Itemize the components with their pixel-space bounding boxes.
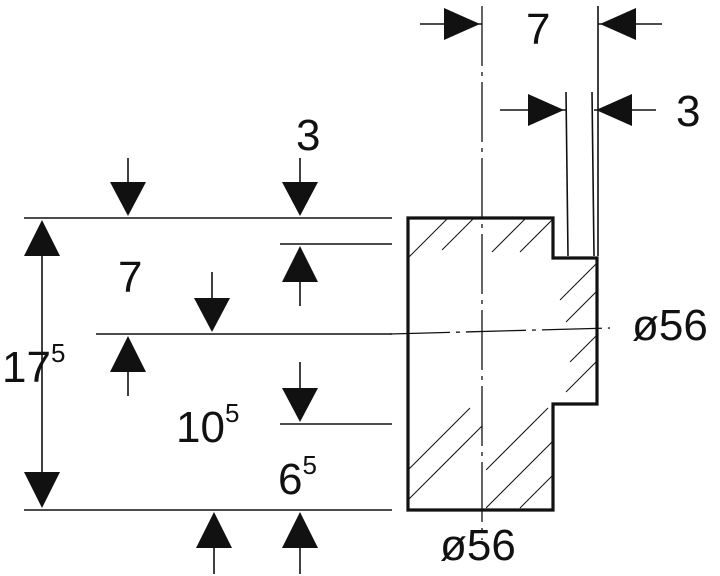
arrow-total-top xyxy=(24,220,60,256)
arrow-lower-down xyxy=(282,388,318,422)
label-top-wall: 3 xyxy=(676,87,700,136)
label-left-three: 3 xyxy=(296,111,320,160)
horizontal-center-line xyxy=(389,327,611,335)
part-outline xyxy=(406,216,599,512)
arrow-seven-down xyxy=(194,298,230,332)
part-section xyxy=(406,216,599,512)
arrow-top-width-right xyxy=(444,8,480,40)
label-right-diameter: ø56 xyxy=(632,301,708,350)
label-bottom: 65 xyxy=(278,450,317,504)
hatching-right xyxy=(486,218,596,509)
hatching-left xyxy=(408,218,482,501)
arrow-bottom-up-right xyxy=(282,512,318,548)
label-top-width: 7 xyxy=(526,5,550,54)
arrow-center-up xyxy=(110,336,146,372)
label-bottom-diameter: ø56 xyxy=(440,521,516,570)
label-total: 175 xyxy=(2,338,65,392)
arrow-three-down xyxy=(282,182,318,216)
arrow-top-width-left xyxy=(600,8,636,40)
arrow-wall-left xyxy=(596,94,632,126)
arrow-bottom-up-left xyxy=(196,512,232,548)
label-left-seven: 7 xyxy=(118,253,142,302)
arrow-left-top-down xyxy=(110,182,146,216)
arrow-three-up xyxy=(282,246,318,282)
arrow-wall-right xyxy=(528,94,564,126)
arrow-total-bottom xyxy=(24,472,60,508)
label-lower: 105 xyxy=(176,398,239,452)
